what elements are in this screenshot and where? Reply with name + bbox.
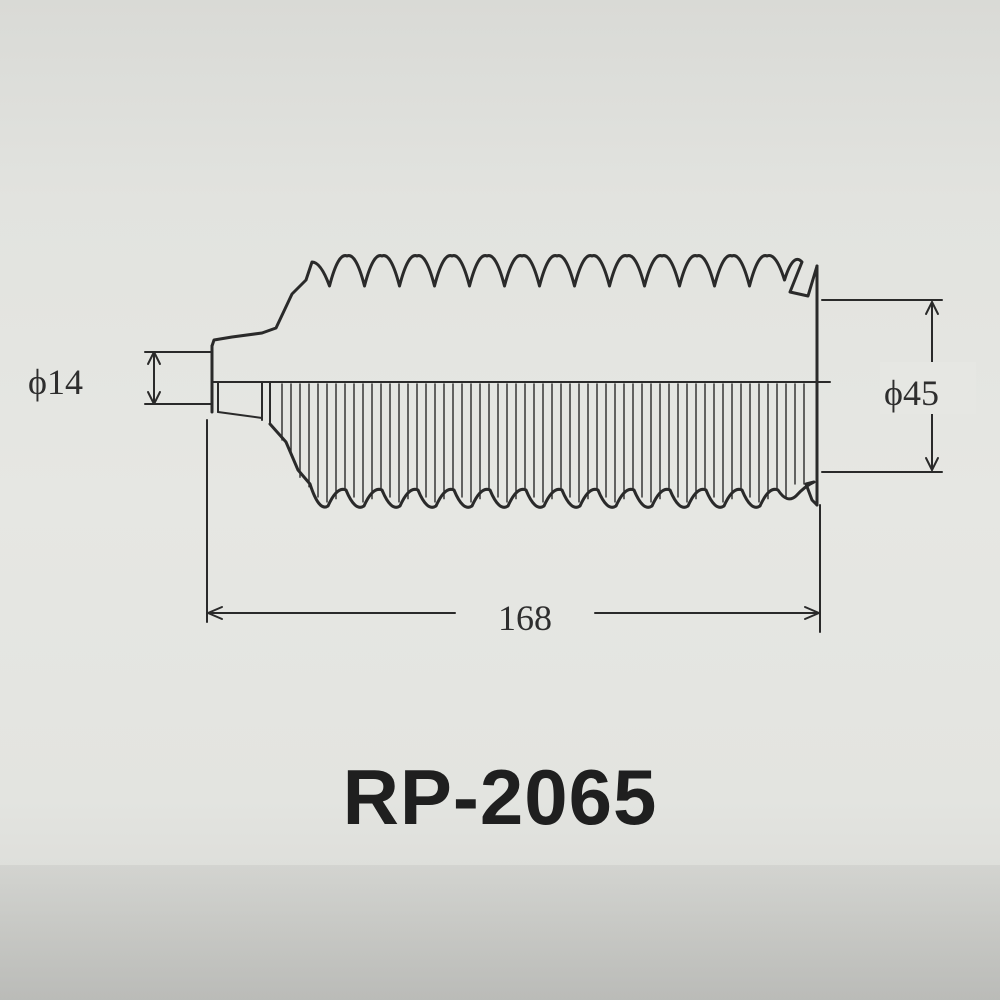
- bellows-top-profile: [210, 254, 819, 348]
- bellows-bottom-profile: [268, 422, 819, 509]
- page-shadow: [0, 865, 1000, 1000]
- small-diameter-dimension: ϕ14: [28, 351, 213, 405]
- part-number: RP-2065: [342, 753, 658, 841]
- small-diameter-label: ϕ14: [28, 362, 83, 402]
- large-diameter-dimension: ϕ45: [821, 299, 976, 473]
- large-diameter-label: ϕ45: [884, 373, 939, 413]
- length-label: 168: [498, 598, 552, 638]
- left-collar: [210, 344, 271, 425]
- length-dimension: 168: [206, 419, 821, 638]
- bellows-fold-lines: [281, 383, 805, 503]
